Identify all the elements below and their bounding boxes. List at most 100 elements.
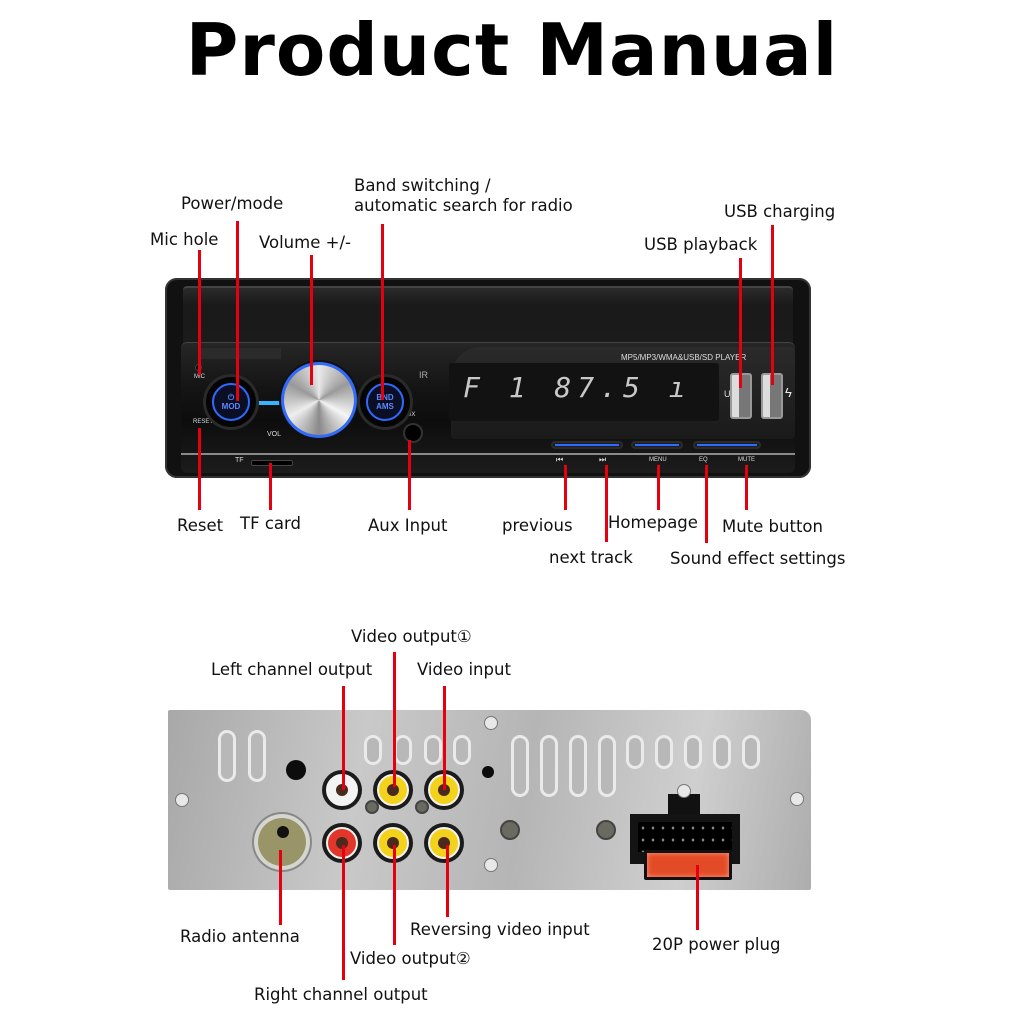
label-band-switching-1: Band switching / <box>354 176 491 195</box>
knob-glow-left <box>253 401 293 405</box>
vent-slot <box>626 735 644 769</box>
vent-slot <box>598 735 616 797</box>
eq-text: EQ <box>699 457 708 463</box>
ir-text: IR <box>419 370 428 380</box>
label-video-output-1: Video output① <box>351 627 472 646</box>
tf-text: TF <box>235 457 244 464</box>
power-plug-connector[interactable] <box>630 784 740 880</box>
callout-line-power-plug <box>696 865 699 930</box>
label-right-channel: Right channel output <box>254 985 428 1004</box>
screw-icon <box>175 793 189 807</box>
callout-line-usb-charging <box>771 225 774 385</box>
label-previous: previous <box>502 516 573 535</box>
vent-slot <box>684 735 702 769</box>
label-usb-charging: USB charging <box>724 202 836 221</box>
mute-text: MUTE <box>738 457 755 463</box>
jack-pin <box>387 784 399 796</box>
callout-line-eq <box>705 465 708 543</box>
plug-tab <box>668 794 700 816</box>
plug-pins <box>638 822 732 852</box>
mod-label: MOD <box>221 402 241 411</box>
menu-button[interactable] <box>631 441 683 449</box>
front-panel: MP5/MP3/WMA&USB/SD PLAYER F 1 87.5 ı MIC… <box>165 278 811 478</box>
vent-slot <box>248 730 266 782</box>
bnd-label: BND <box>376 393 394 402</box>
vent-slot <box>424 735 442 765</box>
tf-card-slot[interactable] <box>251 460 293 466</box>
label-usb-playback: USB playback <box>644 235 758 254</box>
power-mode-button[interactable]: ⏻ MOD <box>212 383 250 421</box>
jack-ring <box>326 827 358 859</box>
left-channel-jack[interactable] <box>322 770 362 810</box>
vent-slot <box>655 735 673 769</box>
fuse <box>644 850 732 880</box>
callout-line-mute <box>745 465 748 510</box>
label-tf-card: TF card <box>240 514 301 533</box>
callout-line-previous <box>564 465 567 510</box>
label-mic-hole: Mic hole <box>150 230 219 249</box>
callout-line-volume <box>310 255 313 385</box>
jack-pin <box>336 784 348 796</box>
vent-slot <box>453 735 471 765</box>
reversing-video-jack[interactable] <box>424 823 464 863</box>
callout-line-video-input <box>443 686 446 790</box>
top-slot-strip <box>201 348 281 359</box>
aux-input-jack[interactable] <box>405 425 421 441</box>
label-video-input: Video input <box>417 660 511 679</box>
callout-line-usb-playback <box>739 258 742 388</box>
volume-knob[interactable] <box>284 365 354 435</box>
menu-text: MENU <box>649 457 667 463</box>
jack-ring <box>326 774 358 806</box>
front-flap <box>183 286 793 346</box>
video-input-jack[interactable] <box>424 770 464 810</box>
screw-icon <box>677 784 691 798</box>
eq-mute-button[interactable] <box>693 441 761 449</box>
mounting-hole <box>482 766 494 778</box>
callout-line-mic <box>198 250 201 375</box>
charging-bolt-icon: ϟ <box>785 385 792 400</box>
screw-icon <box>484 716 498 730</box>
right-channel-jack[interactable] <box>322 823 362 863</box>
mic-text: MIC <box>194 374 205 380</box>
label-power-plug: 20P power plug <box>652 935 781 954</box>
label-power-mode: Power/mode <box>181 194 284 213</box>
callout-line-aux <box>408 440 411 510</box>
screw-icon <box>484 858 498 872</box>
label-sound-effect: Sound effect settings <box>670 549 846 568</box>
reset-text: RESET <box>193 419 214 425</box>
callout-line-next <box>605 465 608 542</box>
vol-text: VOL <box>267 431 282 438</box>
vent-slot <box>713 735 731 769</box>
screw-icon <box>365 800 379 814</box>
callout-line-reset <box>198 428 201 510</box>
screw-icon <box>415 800 429 814</box>
ams-label: AMS <box>376 402 394 411</box>
prev-next-button[interactable] <box>551 441 623 449</box>
radio-antenna-jack[interactable] <box>258 818 306 866</box>
vent-slot <box>218 730 236 782</box>
label-volume: Volume +/- <box>259 233 351 252</box>
label-radio-antenna: Radio antenna <box>180 927 300 946</box>
label-next-track: next track <box>549 548 633 567</box>
model-text: MP5/MP3/WMA&USB/SD PLAYER <box>621 353 747 362</box>
usb-u-text: U <box>724 389 731 399</box>
jack-ring <box>428 827 460 859</box>
mounting-hole <box>286 760 306 780</box>
vent-slot <box>364 735 382 765</box>
callout-line-reversing <box>446 845 449 917</box>
antenna-pin <box>277 826 289 838</box>
jack-pin <box>438 784 450 796</box>
callout-line-left-channel <box>342 686 345 790</box>
callout-line-power <box>236 221 239 401</box>
front-bottom-trim <box>181 453 795 455</box>
prev-icon: ⏮ <box>556 455 564 464</box>
band-ams-button[interactable]: BND AMS <box>366 383 404 421</box>
callout-line-right-channel <box>342 845 345 980</box>
aux-text: AUX <box>403 412 416 418</box>
screw-icon <box>500 820 520 840</box>
callout-line-antenna <box>279 850 282 925</box>
label-left-channel: Left channel output <box>211 660 373 679</box>
lcd-readout: F 1 87.5 ı <box>463 371 692 404</box>
lcd-display: F 1 87.5 ı <box>449 363 719 421</box>
power-icon: ⏻ <box>227 393 235 402</box>
